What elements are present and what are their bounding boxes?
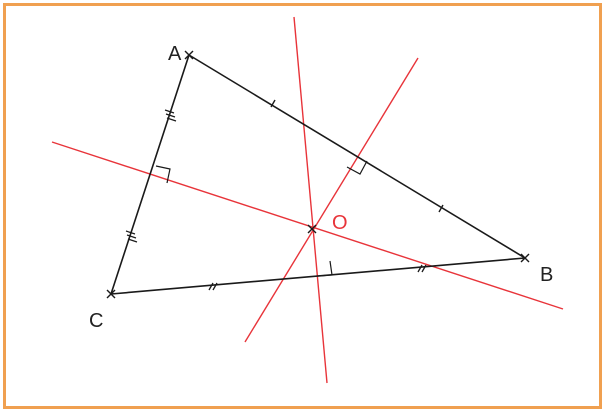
tick-ca-1b xyxy=(165,113,176,118)
side-ab xyxy=(188,54,526,259)
tick-ca-1c xyxy=(166,117,177,122)
vertex-c-label: C xyxy=(89,310,103,332)
tick-ab-1 xyxy=(270,99,276,108)
tick-ca-2a xyxy=(125,230,136,235)
tick-bc-2b xyxy=(421,264,427,273)
right-angle-marker-bc xyxy=(317,260,333,277)
perpendicular-bisector-ac xyxy=(51,141,564,310)
right-angle-marker-ab xyxy=(346,160,368,175)
tick-bc-1a xyxy=(208,282,214,291)
right-angle-marker-ac xyxy=(155,165,171,184)
vertex-a-label: A xyxy=(168,43,182,65)
perpendicular-bisector-ab xyxy=(244,57,419,343)
tick-ca-2c xyxy=(127,238,138,243)
circumcenter-label: O xyxy=(332,212,348,234)
vertex-b-label: B xyxy=(540,264,553,286)
side-ca xyxy=(110,54,190,295)
tick-bc-1b xyxy=(212,282,218,291)
tick-ca-1a xyxy=(164,109,175,114)
diagram-frame xyxy=(3,3,602,409)
tick-ca-2b xyxy=(126,234,137,239)
perpendicular-bisector-bc xyxy=(293,16,328,384)
tick-ab-2 xyxy=(438,204,444,213)
tick-bc-2a xyxy=(417,264,423,273)
